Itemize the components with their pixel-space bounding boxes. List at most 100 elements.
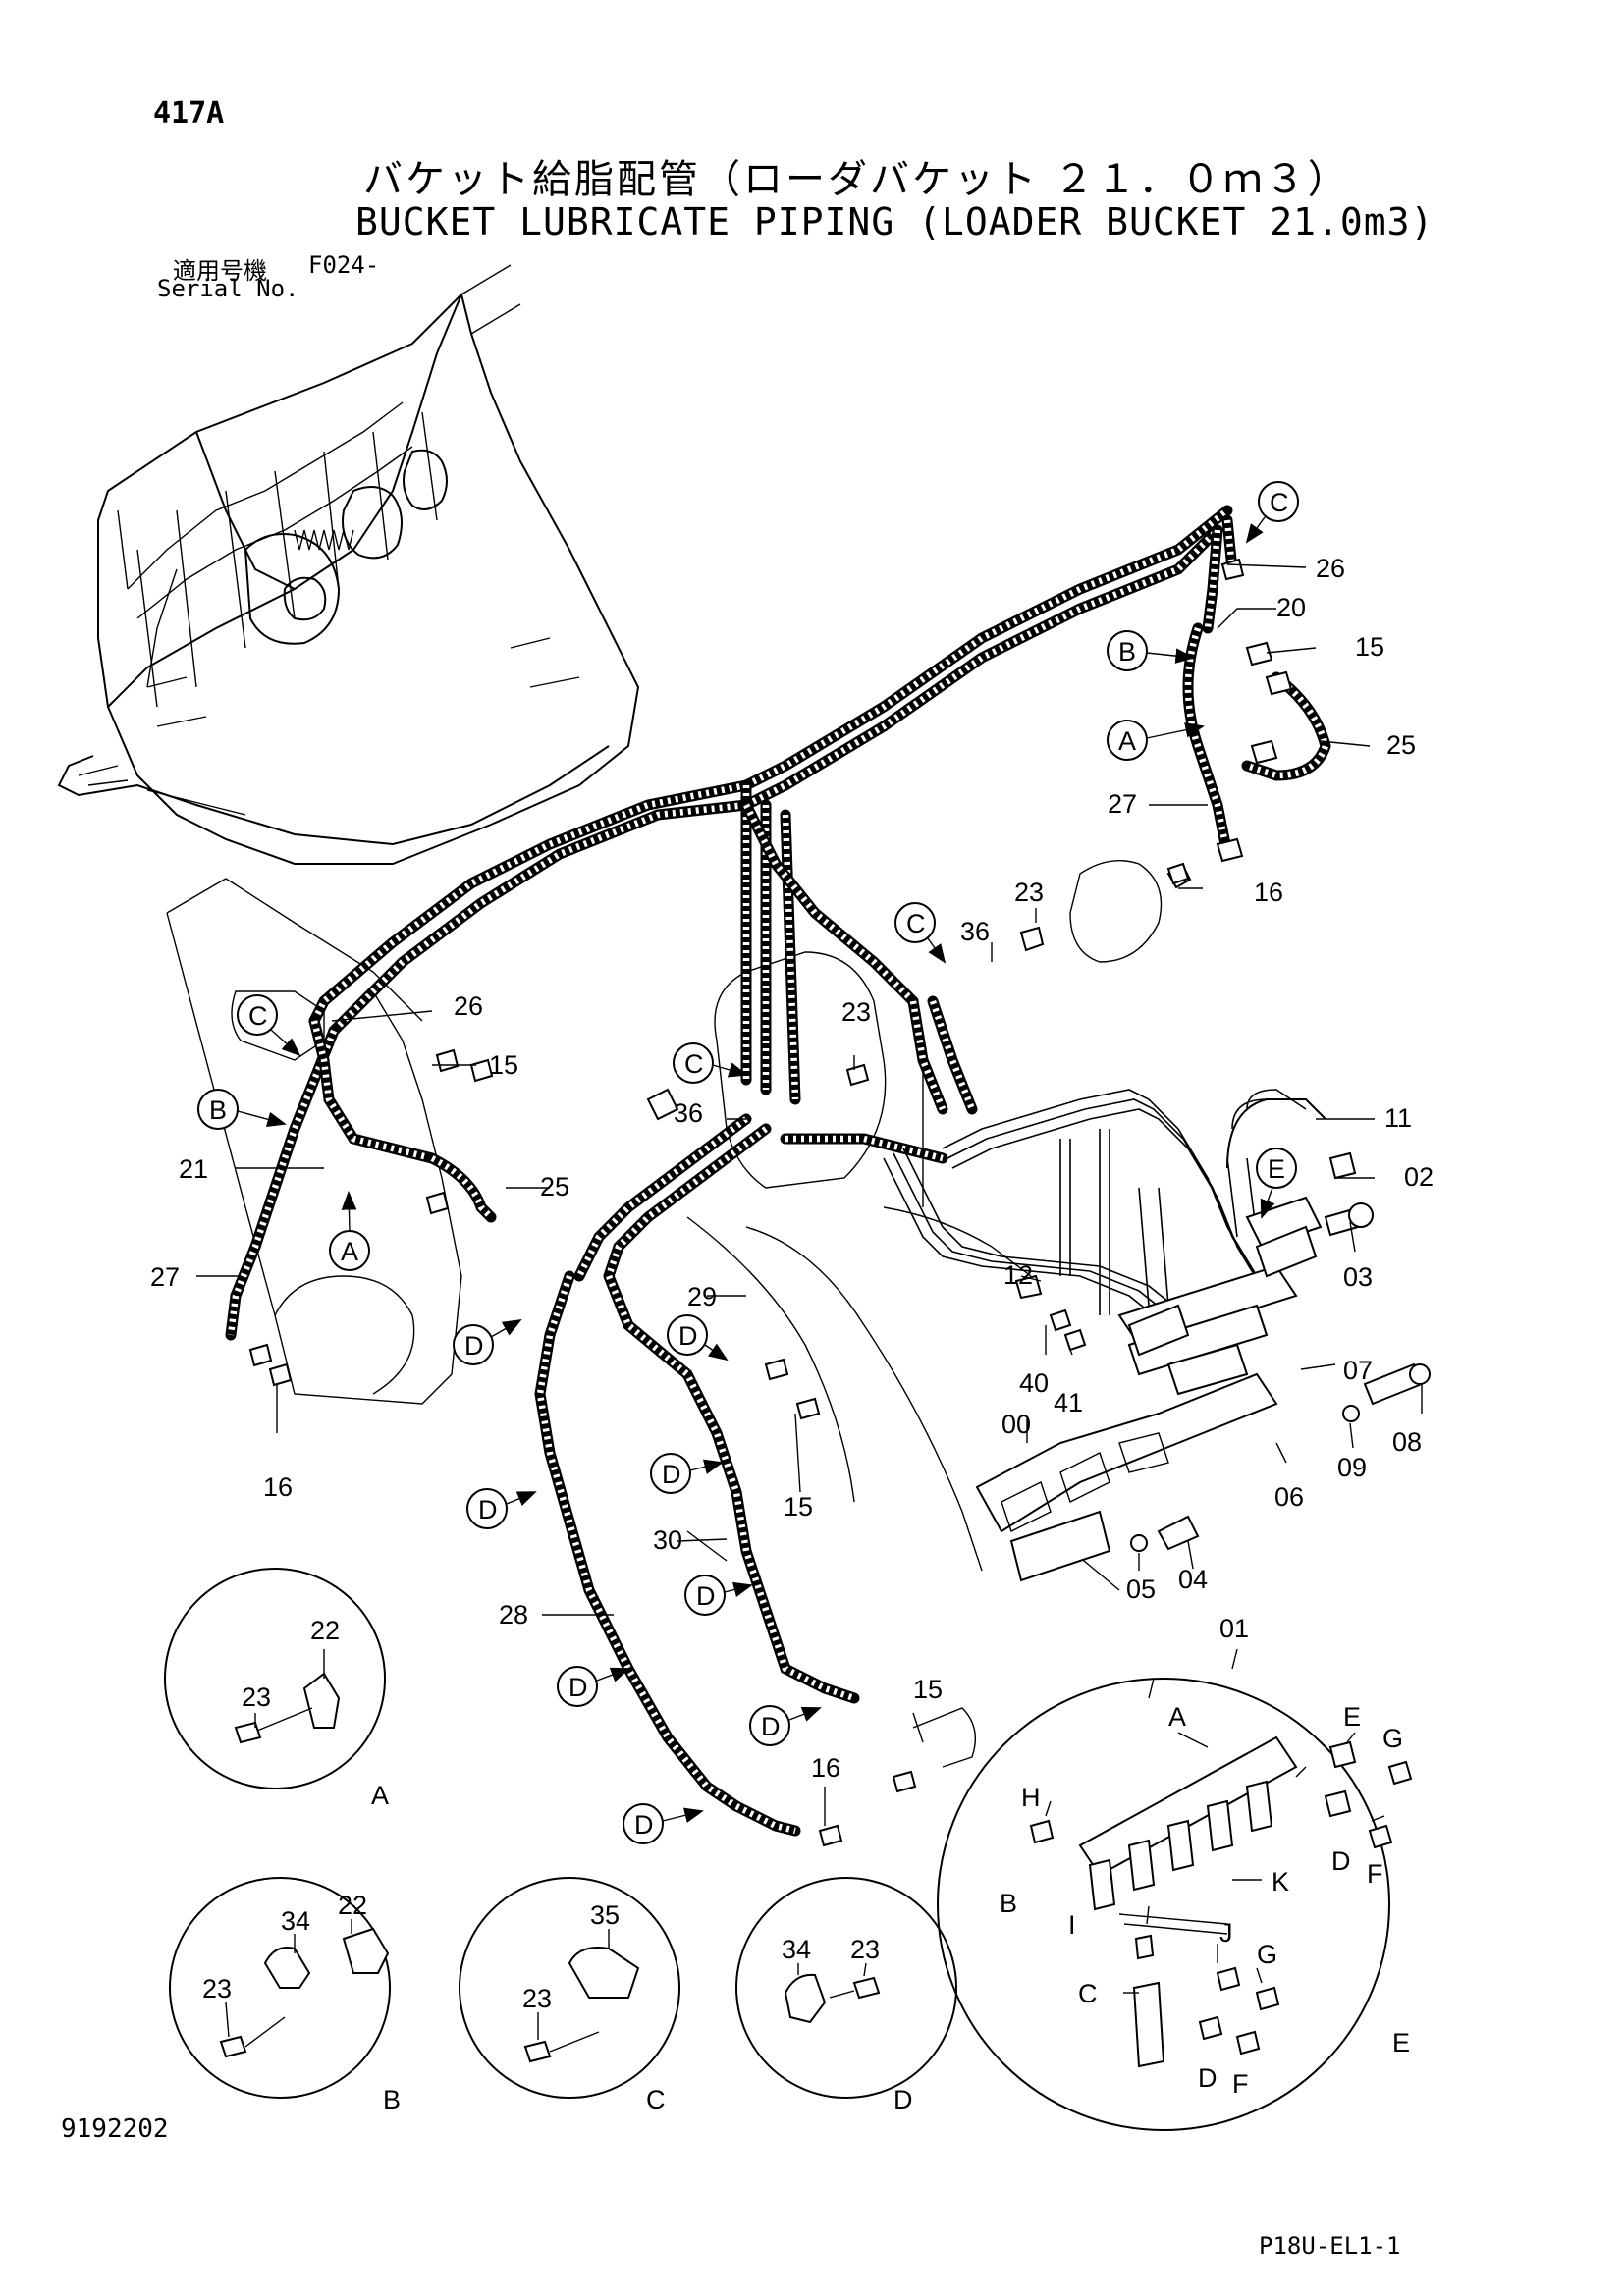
callout-c-4 [673, 1042, 714, 1084]
callout-c-2 [894, 902, 936, 943]
part-label: 23 [1014, 878, 1044, 907]
callout-d-1 [453, 1324, 494, 1365]
part-label: 00 [1001, 1410, 1031, 1439]
callout-c-1-label: C [1270, 488, 1289, 517]
leader-lines [196, 563, 1423, 2040]
detail-e-label: D [1198, 2063, 1218, 2093]
detail-e-label: D [1331, 1846, 1351, 1876]
part-label: 08 [1392, 1427, 1422, 1457]
part-label: 15 [489, 1050, 518, 1080]
serial-value: F024- [308, 251, 380, 279]
callout-d-5 [684, 1575, 726, 1616]
callout-c-4-label: C [684, 1049, 704, 1079]
detail-e-label: F [1367, 1859, 1383, 1889]
callout-balloons: C B A C C B A C E D D D D [197, 481, 1299, 1844]
part-label: 26 [454, 991, 483, 1021]
detail-e-label: I [1068, 1910, 1076, 1940]
callout-c-3-label: C [248, 1001, 268, 1031]
part-label: 41 [1054, 1388, 1083, 1417]
part-label: 27 [1108, 789, 1137, 819]
detail-id-b: B [383, 2085, 401, 2114]
steel-pipes [883, 1089, 1326, 1336]
callout-d-5-label: D [696, 1581, 716, 1611]
detail-part-label: 34 [281, 1906, 310, 1936]
callout-d-8 [623, 1803, 664, 1844]
part-label: 09 [1337, 1453, 1367, 1482]
callout-d-3-label: D [662, 1460, 681, 1489]
detail-e-label: H [1021, 1783, 1041, 1812]
detail-id-d: D [893, 2085, 913, 2114]
detail-part-label: 23 [522, 1984, 552, 2013]
part-label: 05 [1126, 1575, 1156, 1604]
grease-hoses [225, 505, 1331, 1837]
callout-b-2 [197, 1089, 239, 1130]
callout-a-2-label: A [341, 1237, 358, 1266]
serial-label-japanese: 適用号機 [173, 257, 267, 285]
part-label: 07 [1343, 1356, 1373, 1385]
detail-id-a: A [371, 1781, 389, 1810]
part-label: 16 [263, 1472, 293, 1502]
callout-b-1 [1107, 630, 1148, 671]
part-label: 15 [913, 1675, 943, 1704]
callout-d-8-label: D [634, 1810, 654, 1840]
part-label: 06 [1274, 1482, 1304, 1512]
detail-e-label: F [1232, 2069, 1249, 2099]
callout-e-1 [1256, 1148, 1297, 1189]
callout-c-3 [237, 994, 278, 1036]
part-label: 25 [1386, 730, 1416, 760]
callout-c-1 [1258, 481, 1299, 522]
detail-id-c: C [646, 2085, 666, 2114]
detail-e-label: B [1000, 1889, 1017, 1918]
callout-a-1-label: A [1118, 726, 1136, 756]
part-number-labels: 26 20 15 25 27 16 23 36 26 15 21 25 27 1… [150, 554, 1434, 2114]
callout-d-2 [667, 1314, 708, 1356]
fittings [248, 558, 1293, 1847]
callout-a-1 [1107, 720, 1148, 761]
callout-b-2-label: B [209, 1095, 227, 1125]
serial-label-english: Serial No. [157, 275, 299, 302]
part-label: 30 [653, 1525, 682, 1555]
callout-e-1-label: E [1268, 1154, 1285, 1184]
part-label: 21 [179, 1154, 208, 1184]
loader-arm-outline [166, 859, 1163, 1768]
detail-id-e: E [1392, 2028, 1410, 2057]
detail-e-label: C [1078, 1979, 1098, 2008]
title-english: BUCKET LUBRICATE PIPING (LOADER BUCKET 2… [355, 200, 1435, 243]
part-label: 20 [1276, 593, 1306, 622]
callout-c-2-label: C [906, 909, 926, 938]
document-number: 9192202 [61, 2114, 169, 2144]
part-label: 01 [1219, 1614, 1249, 1643]
detail-circles [164, 1568, 1413, 2131]
callout-d-4 [466, 1488, 508, 1529]
detail-part-label: 22 [310, 1616, 340, 1645]
detail-e-label: G [1257, 1940, 1277, 1969]
part-label: 02 [1404, 1162, 1434, 1192]
distributor-assembly [975, 1151, 1431, 1582]
callout-d-6-label: D [568, 1673, 588, 1702]
part-label: 25 [540, 1172, 569, 1201]
detail-e-label: G [1382, 1724, 1403, 1753]
part-label: 27 [150, 1262, 180, 1292]
detail-e-label: K [1272, 1867, 1289, 1896]
part-label: 15 [784, 1492, 813, 1522]
detail-e-label: A [1168, 1702, 1186, 1732]
detail-e-label: J [1219, 1918, 1233, 1948]
callout-d-7 [749, 1705, 790, 1746]
part-label: 36 [674, 1098, 703, 1128]
callout-d-2-label: D [678, 1321, 698, 1351]
part-label: 11 [1384, 1103, 1412, 1133]
loader-bucket-illustration [57, 264, 640, 865]
sheet-reference: P18U-EL1-1 [1259, 2232, 1401, 2260]
detail-e-label: E [1343, 1702, 1361, 1732]
part-label: 26 [1316, 554, 1345, 583]
part-label: 29 [687, 1282, 717, 1311]
title-japanese: バケット給脂配管（ローダバケット ２１．０ｍ３） [363, 157, 1350, 202]
callout-d-3 [650, 1453, 691, 1494]
callout-b-1-label: B [1118, 637, 1136, 667]
part-label: 40 [1019, 1368, 1049, 1398]
part-label: 36 [960, 917, 990, 946]
part-label: 12 [1003, 1260, 1033, 1290]
callout-d-4-label: D [478, 1495, 498, 1524]
detail-part-label: 23 [850, 1935, 880, 1964]
part-label: 28 [499, 1600, 528, 1629]
